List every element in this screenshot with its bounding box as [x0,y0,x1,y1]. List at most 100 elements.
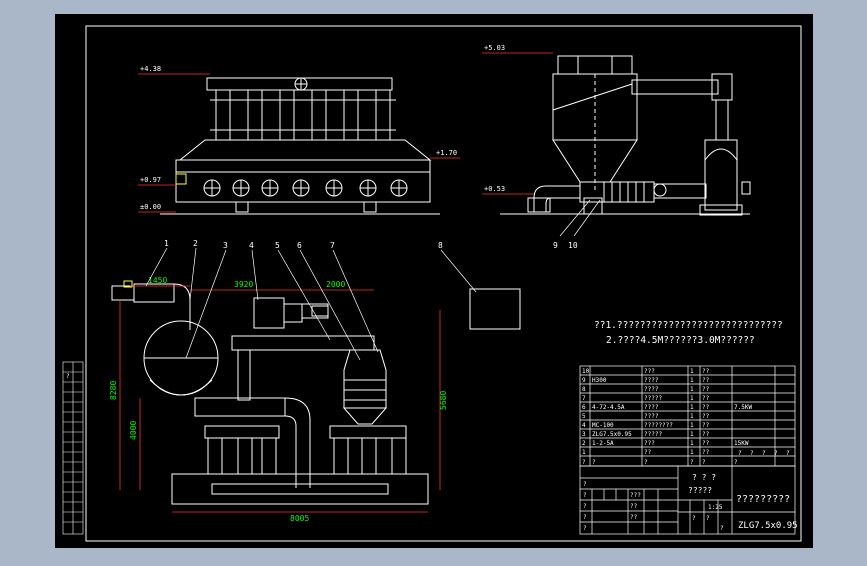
bom-header-cell: ? [592,459,596,466]
callout-1[interactable]: 1 [164,239,169,248]
bom-cell: 1 [582,449,586,456]
elevation-label: +0.53 [484,185,505,193]
bom-header-cell: ? [738,450,742,457]
elevation-label: ±0.00 [140,203,161,211]
bom-cell: ????? [644,431,662,438]
bom-cell: 1 [690,431,694,438]
bom-header-cell: ? [774,450,778,457]
bom-cell: ??? [644,440,655,447]
title-cell: ??? [630,492,641,499]
bom-header-cell: ? [644,459,648,466]
bom-cell: ???? [644,413,659,420]
callout-4[interactable]: 4 [249,241,254,250]
scale-value: 1:25 [708,504,723,511]
callout-6[interactable]: 6 [297,241,302,250]
title-cell: ? [583,481,587,488]
drawing-sheet [55,14,813,548]
bom-cell: ?? [702,395,710,402]
dimension-label: 8280 [109,381,118,400]
callout-5[interactable]: 5 [275,241,280,250]
bom-cell: ????? [644,395,662,402]
bom-cell: ???? [644,377,659,384]
bom-cell: 1-2-5A [592,440,614,447]
bom-cell: 1 [690,386,694,393]
plan-view [111,280,429,505]
callout-7[interactable]: 7 [330,241,335,250]
dimension-label: 5680 [439,391,448,410]
plan-dimensions: 1450 3920 2000 8280 4000 5680 8005 [109,276,448,523]
bom-cell: 5 [582,413,586,420]
title-cell: ? [720,525,724,532]
front-elevation-view [160,77,440,215]
callout-3[interactable]: 3 [223,241,228,250]
bom-cell: 3 [582,431,586,438]
bom-cell: 7.5KW [734,404,752,411]
title-cell: ? [583,492,587,499]
bom-cell: 6 [582,404,586,411]
bom-cell: ?? [702,386,710,393]
bom-cell: ??? [644,368,655,375]
bom-header-cell: ? [762,450,766,457]
bom-cell: MC-100 [592,422,614,429]
bom-header-cell: ? [690,459,694,466]
bom-cell: 1 [690,404,694,411]
bom-cell: ?? [702,440,710,447]
bom-cell: ?? [702,404,710,411]
bom-cell: 9 [582,377,586,384]
bom-cell: ?? [702,368,710,375]
title-cell: ? [706,515,710,522]
title-cell: ? [583,514,587,521]
elevation-label: +0.97 [140,176,161,184]
dimension-label: 4000 [129,421,138,440]
title-cell: ? [583,503,587,510]
control-cabinet-box [469,288,521,330]
callout-2[interactable]: 2 [193,239,198,248]
title-cell: ?? [630,503,638,510]
bom-cell: ???? [644,404,659,411]
bom-cell: 2 [582,440,586,447]
left-revision-strip [62,361,84,535]
dimension-label: 1450 [148,276,167,285]
dimension-label: 8005 [290,514,309,523]
bom-header-cell: ? [750,450,754,457]
bom-header-cell: ? [702,459,706,466]
title-block [579,465,796,535]
elevation-markers-side: +5.03 +0.53 [482,44,553,195]
bom-cell: H300 [592,377,607,384]
bom-header-cell: ? [734,459,738,466]
bom-header-cell: ? [786,450,790,457]
bom-cell: 4-72-4.5A [592,404,625,411]
bom-cell: ?? [702,422,710,429]
elevation-label: +1.70 [436,149,457,157]
bom-cell: 1 [690,449,694,456]
callout-numbers: 1 2 3 4 5 6 7 8 9 10 [164,239,578,250]
callout-9[interactable]: 9 [553,241,558,250]
leader-lines [145,199,601,361]
title-cell: ? [692,515,696,522]
elevation-label: +5.03 [484,44,505,52]
bom-cell: 1 [690,440,694,447]
bom-cell: 1 [690,395,694,402]
bom-cell: 1 [690,413,694,420]
elevation-markers-front: +4.38 +0.97 ±0.00 +1.70 [138,65,460,213]
callout-8[interactable]: 8 [438,241,443,250]
bom-header-cell: ? [582,459,586,466]
elevation-label: +4.38 [140,65,161,73]
note-line-2: 2.????4.5M??????3.0M?????? [606,335,755,346]
company-name-a: ? ? ? [692,473,716,482]
bom-cell: ???????? [644,422,673,429]
bom-cell: 15KW [734,440,749,447]
company-name-b: ????? [688,486,712,495]
bom-cell: ZLG7.5x0.95 [592,431,632,438]
bom-cell: 10 [582,368,590,375]
bom-cell: 1 [690,377,694,384]
bom-cell: ???? [644,386,659,393]
bill-of-materials [579,365,796,467]
side-elevation-view [500,55,751,216]
bom-cell: ?? [702,413,710,420]
bom-cell: 8 [582,386,586,393]
revision-strip-label: ? [66,373,70,380]
callout-10[interactable]: 10 [568,241,578,250]
